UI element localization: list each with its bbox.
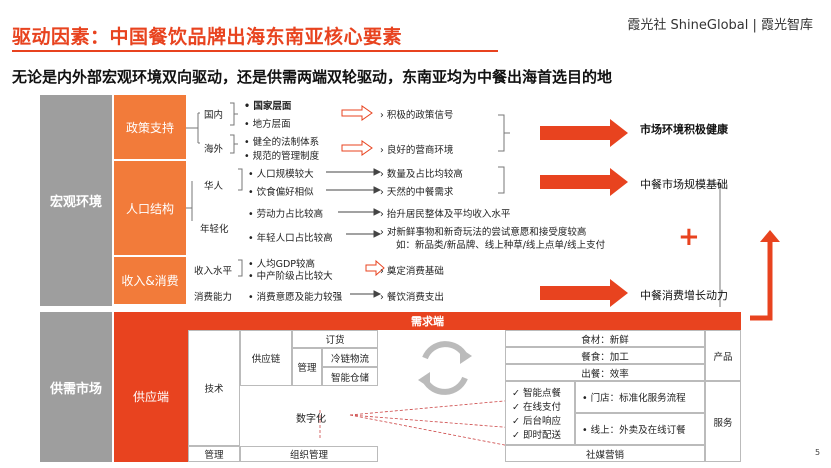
plus-sign: +: [678, 222, 700, 252]
pop-p1: • 人口规模较大: [248, 169, 314, 180]
brand-logo-text: 霞光社 ShineGlobal | 霞光智库: [627, 18, 813, 33]
supply-demand-label: 供需市场: [40, 312, 112, 462]
population-label: 人口结构: [114, 161, 186, 257]
tech-cell: 技术: [188, 330, 240, 446]
online-cell: • 线上：外卖及在线订餐: [575, 413, 705, 445]
demand-header: 需求端: [114, 312, 741, 330]
policy-domestic: 国内: [204, 110, 224, 121]
cold-chain-cell: 冷链物流: [322, 348, 378, 367]
pop-o5: 如：新品类/新品牌、线上种草/线上点单/线上支付: [396, 240, 606, 251]
serve-cell: 出餐：效率: [505, 364, 705, 381]
policy-label: 政策支持: [114, 95, 186, 161]
store-cell: • 门店：标准化服务流程: [575, 381, 705, 413]
pop-p4: • 年轻人口占比较高: [248, 233, 333, 244]
warehouse-cell: 智能仓储: [322, 367, 378, 386]
result-2: 中餐市场规模基础: [640, 178, 728, 191]
result-1: 市场环境积极健康: [640, 123, 728, 136]
pop-o4: › 对新鲜事物和新奇玩法的尝试意愿和接受度较高: [380, 227, 587, 238]
macro-connectors: [186, 102, 721, 307]
meal-cell: 餐食：加工: [505, 347, 705, 364]
service-cell: 服务: [705, 381, 741, 462]
chain-cell: 供应链: [240, 330, 292, 386]
result-3: 中餐消费增长动力: [640, 289, 728, 302]
return-arrow: [750, 230, 780, 321]
pop-p3: • 劳动力占比较高: [248, 209, 324, 220]
policy-mgmt: • 规范的管理制度: [244, 151, 320, 162]
cycle-icon: [418, 341, 472, 395]
checks-cell: ✓ 智能点餐 ✓ 在线支付 ✓ 后台响应 ✓ 即时配送: [505, 381, 575, 445]
page-number: 5: [815, 448, 821, 457]
product-cell: 产品: [705, 330, 741, 381]
org-mgmt-cell: 组织管理: [240, 446, 378, 462]
order-cell: 订货: [292, 330, 378, 348]
big-arrow-1: [540, 119, 628, 147]
big-arrow-3: [540, 279, 628, 307]
big-arrow-2: [540, 168, 628, 196]
pop-young: 年轻化: [200, 224, 229, 235]
policy-local: • 地方层面: [244, 119, 291, 130]
pop-o3: › 抬升居民整体及平均收入水平: [380, 209, 511, 220]
policy-law: • 健全的法制体系: [244, 137, 320, 148]
manage-cell: 管理: [292, 348, 322, 386]
cons-ao: › 餐饮消费支出: [380, 292, 444, 303]
digital-label: 数字化: [296, 414, 326, 425]
social-cell: 社媒营销: [505, 445, 705, 462]
cons-income: 收入水平: [194, 266, 233, 277]
consumption-label: 收入&消费: [114, 257, 186, 306]
page-subtitle: 无论是内外部宏观环境双向驱动，还是供需两端双轮驱动，东南亚均为中餐出海首选目的地: [12, 68, 613, 86]
check-item: ✓ 即时配送: [512, 430, 561, 441]
pop-o2: › 天然的中餐需求: [380, 187, 454, 198]
policy-out1: › 积极的政策信号: [380, 110, 454, 121]
macro-label: 宏观环境: [40, 95, 112, 306]
policy-national: • 国家层面: [244, 101, 292, 112]
policy-out2: › 良好的营商环境: [380, 145, 454, 156]
cons-ability: 消费能力: [194, 292, 233, 303]
cons-i2: • 中产阶级占比较大: [248, 271, 333, 282]
title-underline: [12, 50, 498, 52]
check-item: ✓ 智能点餐: [512, 388, 561, 399]
page-title: 驱动因素：中国餐饮品牌出海东南亚核心要素: [12, 26, 403, 48]
policy-foreign: 海外: [204, 144, 224, 155]
pop-o1: › 数量及占比均较高: [380, 169, 463, 180]
pop-p2: • 饮食偏好相似: [248, 187, 314, 198]
pop-chinese: 华人: [204, 181, 224, 192]
manage2-cell: 管理: [188, 446, 240, 462]
cons-i1: • 人均GDP较高: [248, 259, 316, 270]
food-cell: 食材：新鲜: [505, 330, 705, 347]
cons-a1: • 消费意愿及能力较强: [248, 292, 343, 303]
check-item: ✓ 在线支付: [512, 402, 561, 413]
dashed-connectors: [319, 399, 521, 449]
cons-io: › 奠定消费基础: [380, 266, 444, 277]
supply-side-label: 供应端: [114, 330, 188, 462]
check-item: ✓ 后台响应: [512, 416, 561, 427]
